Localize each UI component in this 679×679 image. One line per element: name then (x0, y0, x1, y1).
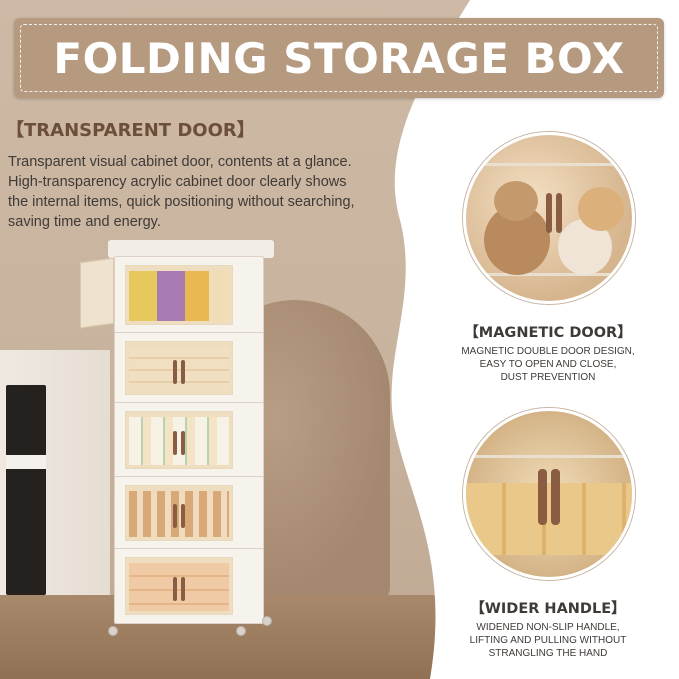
shelf-line (466, 163, 632, 166)
open-door-panel (80, 257, 114, 329)
storage-cabinet (80, 240, 274, 636)
wider-handle-closeup (463, 408, 635, 580)
shelf-line (466, 455, 632, 458)
handle-line: STRANGLING THE HAND (488, 648, 608, 659)
cabinet-drawer-2 (114, 332, 264, 404)
page-title: FOLDING STORAGE BOX (53, 33, 625, 83)
description-line: High-transparency acrylic cabinet door c… (8, 174, 347, 190)
transparent-door-description: Transparent visual cabinet door, content… (8, 152, 398, 232)
magnetic-door-handle (546, 193, 552, 233)
piano (6, 385, 46, 595)
drawer-handle (173, 577, 177, 602)
magnetic-line: MAGNETIC DOUBLE DOOR DESIGN, (461, 346, 635, 357)
description-line: saving time and energy. (8, 214, 161, 230)
drawer-handle (173, 431, 177, 456)
teddy-bear-head (494, 181, 538, 221)
cabinet-top (108, 240, 274, 258)
magnetic-door-handle (556, 193, 562, 233)
cabinet-drawer-4 (114, 476, 264, 550)
piano-keys (6, 455, 46, 469)
snack-bags (129, 271, 229, 321)
shelf-line (466, 273, 632, 276)
drawer-handle (173, 504, 177, 529)
description-line: Transparent visual cabinet door, content… (8, 154, 352, 170)
wider-handle-heading: 【WIDER HANDLE】 (470, 601, 626, 617)
drawer-handle (181, 431, 185, 456)
description-line: the internal items, quick positioning wi… (8, 194, 355, 210)
title-banner-dashed-border (20, 24, 658, 92)
cabinet-drawer-1 (114, 256, 264, 334)
cabinet-drawer-5 (114, 548, 264, 624)
magnetic-door-heading: 【MAGNETIC DOOR】 (464, 325, 632, 341)
magnetic-door-closeup (463, 132, 635, 304)
teddy-bear-tan (578, 187, 624, 231)
caster-wheel (262, 616, 272, 626)
cabinet-drawer-3 (114, 402, 264, 478)
handle-line: WIDENED NON-SLIP HANDLE, (476, 622, 620, 633)
packaged-goods (129, 563, 229, 611)
drawer-handle (181, 577, 185, 602)
drawer-handle (181, 359, 185, 384)
caster-wheel (236, 626, 246, 636)
magnetic-line: DUST PREVENTION (500, 372, 596, 383)
wider-handle-description: WIDENED NON-SLIP HANDLE, LIFTING AND PUL… (448, 621, 648, 660)
handle-line: LIFTING AND PULLING WITHOUT (469, 635, 627, 646)
magnetic-line: EASY TO OPEN AND CLOSE, (479, 359, 617, 370)
wide-handle (551, 469, 560, 525)
bottles (129, 491, 229, 537)
drawer-handle (181, 504, 185, 529)
drawer-handle (173, 359, 177, 384)
baby-products (129, 417, 229, 465)
stored-boxes (129, 347, 229, 391)
magnetic-door-description: MAGNETIC DOUBLE DOOR DESIGN, EASY TO OPE… (448, 345, 648, 384)
transparent-door-heading: 【TRANSPARENT DOOR】 (6, 120, 255, 141)
stored-packages (466, 483, 632, 555)
caster-wheel (108, 626, 118, 636)
title-banner: FOLDING STORAGE BOX (14, 18, 664, 98)
wide-handle (538, 469, 547, 525)
